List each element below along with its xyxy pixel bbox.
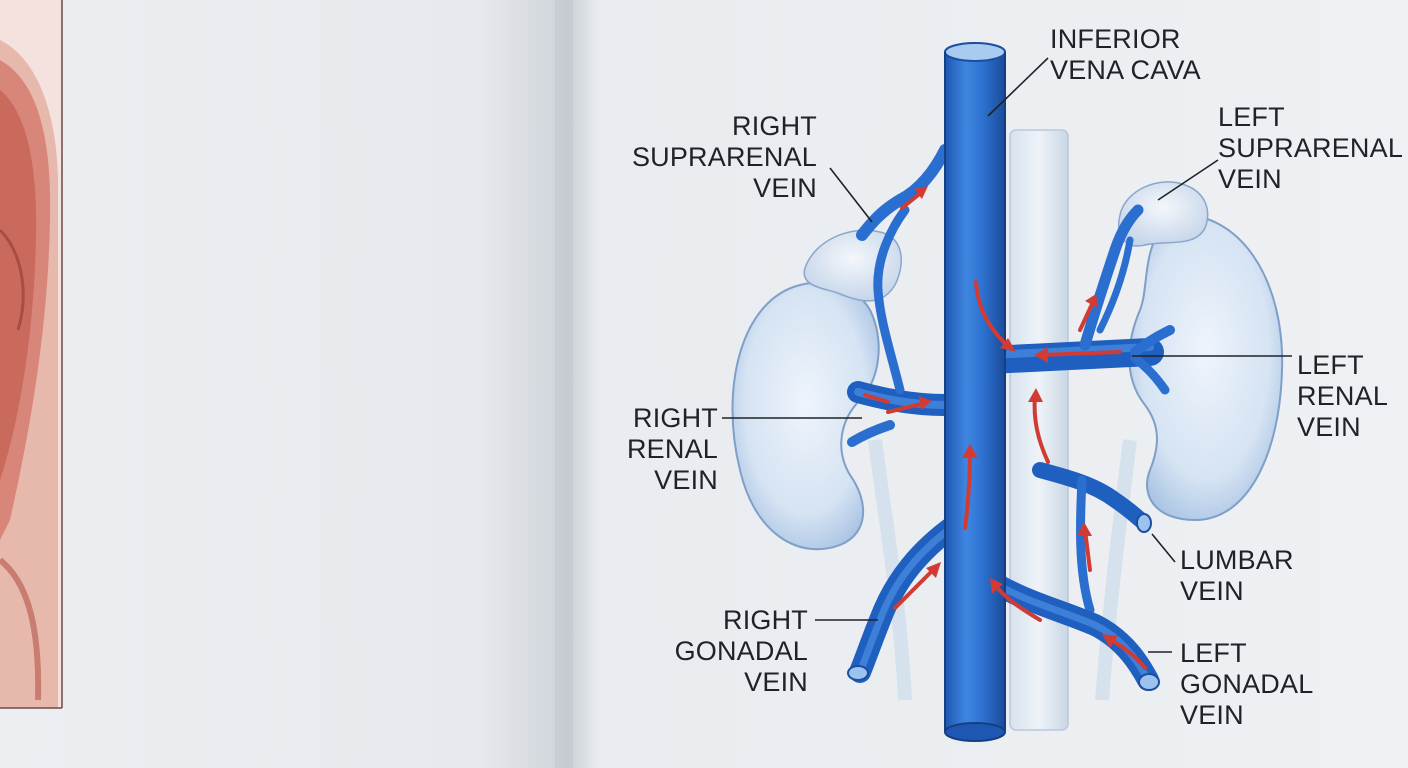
leader-left-suprarenal [1157, 159, 1219, 201]
left-kidney [1128, 213, 1284, 522]
left-ureter [1095, 439, 1137, 701]
arrow-right-gonadal [893, 566, 937, 610]
right-suprarenal-vein [856, 144, 951, 395]
lumbar-vein-vessel [1032, 462, 1152, 615]
left-gonadal-vein [979, 569, 1160, 691]
right-kidney [731, 281, 880, 551]
label-right-gonadal-vein: RIGHT GONADAL VEIN [674, 605, 808, 697]
left-page [0, 0, 565, 768]
label-right-suprarenal-vein: RIGHT SUPRARENAL VEIN [631, 111, 817, 203]
arrow-left-suprarenal [1078, 300, 1095, 332]
arrow-right-renal-a [863, 393, 890, 404]
label-inferior-vena-cava: INFERIOR VENA CAVA [1050, 24, 1201, 85]
leader-ivc [987, 57, 1049, 117]
arrow-lumbar [1083, 528, 1092, 572]
arrow-heads [914, 186, 1118, 648]
left-suprarenal-vein [1079, 204, 1144, 351]
left-renal-vein [976, 325, 1175, 395]
label-left-suprarenal-vein: LEFT SUPRARENAL VEIN [1218, 102, 1404, 194]
arrow-right-renal-b [886, 401, 927, 414]
right-ureter [868, 439, 912, 701]
book-gutter [555, 0, 573, 768]
arrow-left-renal [1038, 350, 1122, 357]
label-lumbar-vein: LUMBAR VEIN [1180, 545, 1294, 606]
leader-lines [722, 57, 1292, 653]
inferior-vena-cava-vessel [944, 42, 1006, 742]
left-page-illustration-fragment [0, 0, 63, 709]
label-left-gonadal-vein: LEFT GONADAL VEIN [1180, 638, 1314, 730]
left-suprarenal-gland [1118, 181, 1209, 247]
label-left-renal-vein: LEFT RENAL VEIN [1297, 350, 1389, 442]
label-right-renal-vein: RIGHT RENAL VEIN [626, 403, 718, 495]
leader-lumbar [1151, 533, 1176, 563]
right-gonadal-vein [847, 514, 966, 683]
leader-right-suprarenal [829, 167, 873, 223]
arrow-ivc-lower [963, 450, 972, 530]
